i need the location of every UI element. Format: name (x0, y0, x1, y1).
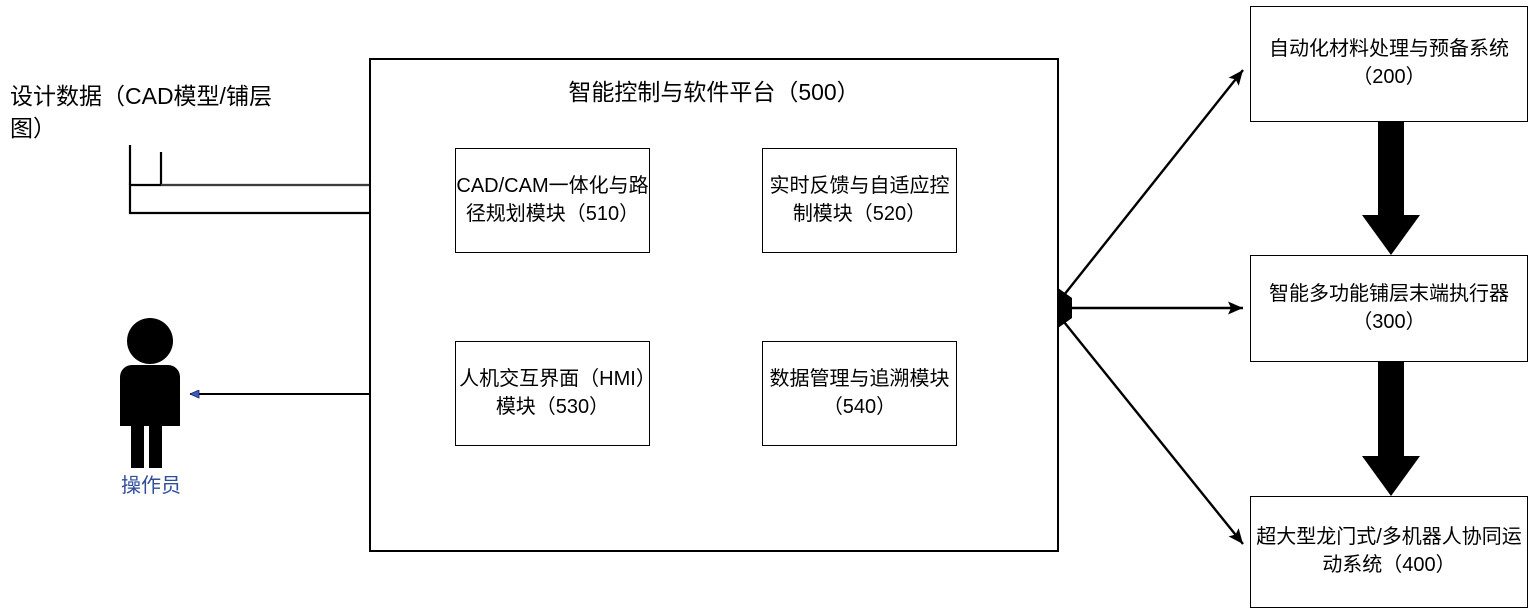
link-hub-system-200 (1059, 69, 1244, 301)
system-300-label: 智能多功能铺层末端执行器（300） (1269, 282, 1509, 333)
link-system-200-300 (1362, 122, 1420, 255)
link-system-300-400 (1362, 362, 1420, 496)
system-200-material-handling[interactable]: 自动化材料处理与预备系统（200） (1250, 6, 1528, 122)
system-200-label: 自动化材料处理与预备系统（200） (1269, 38, 1509, 88)
module-510-cad-cam-path-planning[interactable]: CAD/CAM一体化与路径规划模块（510） (455, 148, 650, 253)
system-400-label: 超大型龙门式/多机器人协同运动系统（400） (1256, 526, 1522, 576)
system-300-layup-end-effector[interactable]: 智能多功能铺层末端执行器（300） (1250, 255, 1528, 362)
module-510-label: CAD/CAM一体化与路径规划模块（510） (456, 174, 649, 225)
module-520-label: 实时反馈与自适应控制模块（520） (769, 174, 950, 225)
module-540-label: 数据管理与追溯模块（540） (769, 367, 950, 418)
system-400-gantry-multirobot-motion[interactable]: 超大型龙门式/多机器人协同运动系统（400） (1250, 496, 1528, 608)
module-520-realtime-feedback-control[interactable]: 实时反馈与自适应控制模块（520） (762, 148, 957, 253)
module-540-data-management-traceability[interactable]: 数据管理与追溯模块（540） (762, 341, 957, 446)
design-data-label: 设计数据（CAD模型/铺层图） (10, 83, 272, 142)
module-530-hmi[interactable]: 人机交互界面（HMI）模块（530） (455, 341, 650, 446)
operator-label: 操作员 (121, 475, 181, 497)
module-530-label: 人机交互界面（HMI）模块（530） (459, 367, 646, 418)
platform-title: 智能控制与软件平台（500） (568, 79, 860, 105)
platform-container-500: 智能控制与软件平台（500） (369, 58, 1059, 552)
operator-actor-icon (120, 318, 180, 468)
link-hub-system-400 (1059, 316, 1244, 545)
